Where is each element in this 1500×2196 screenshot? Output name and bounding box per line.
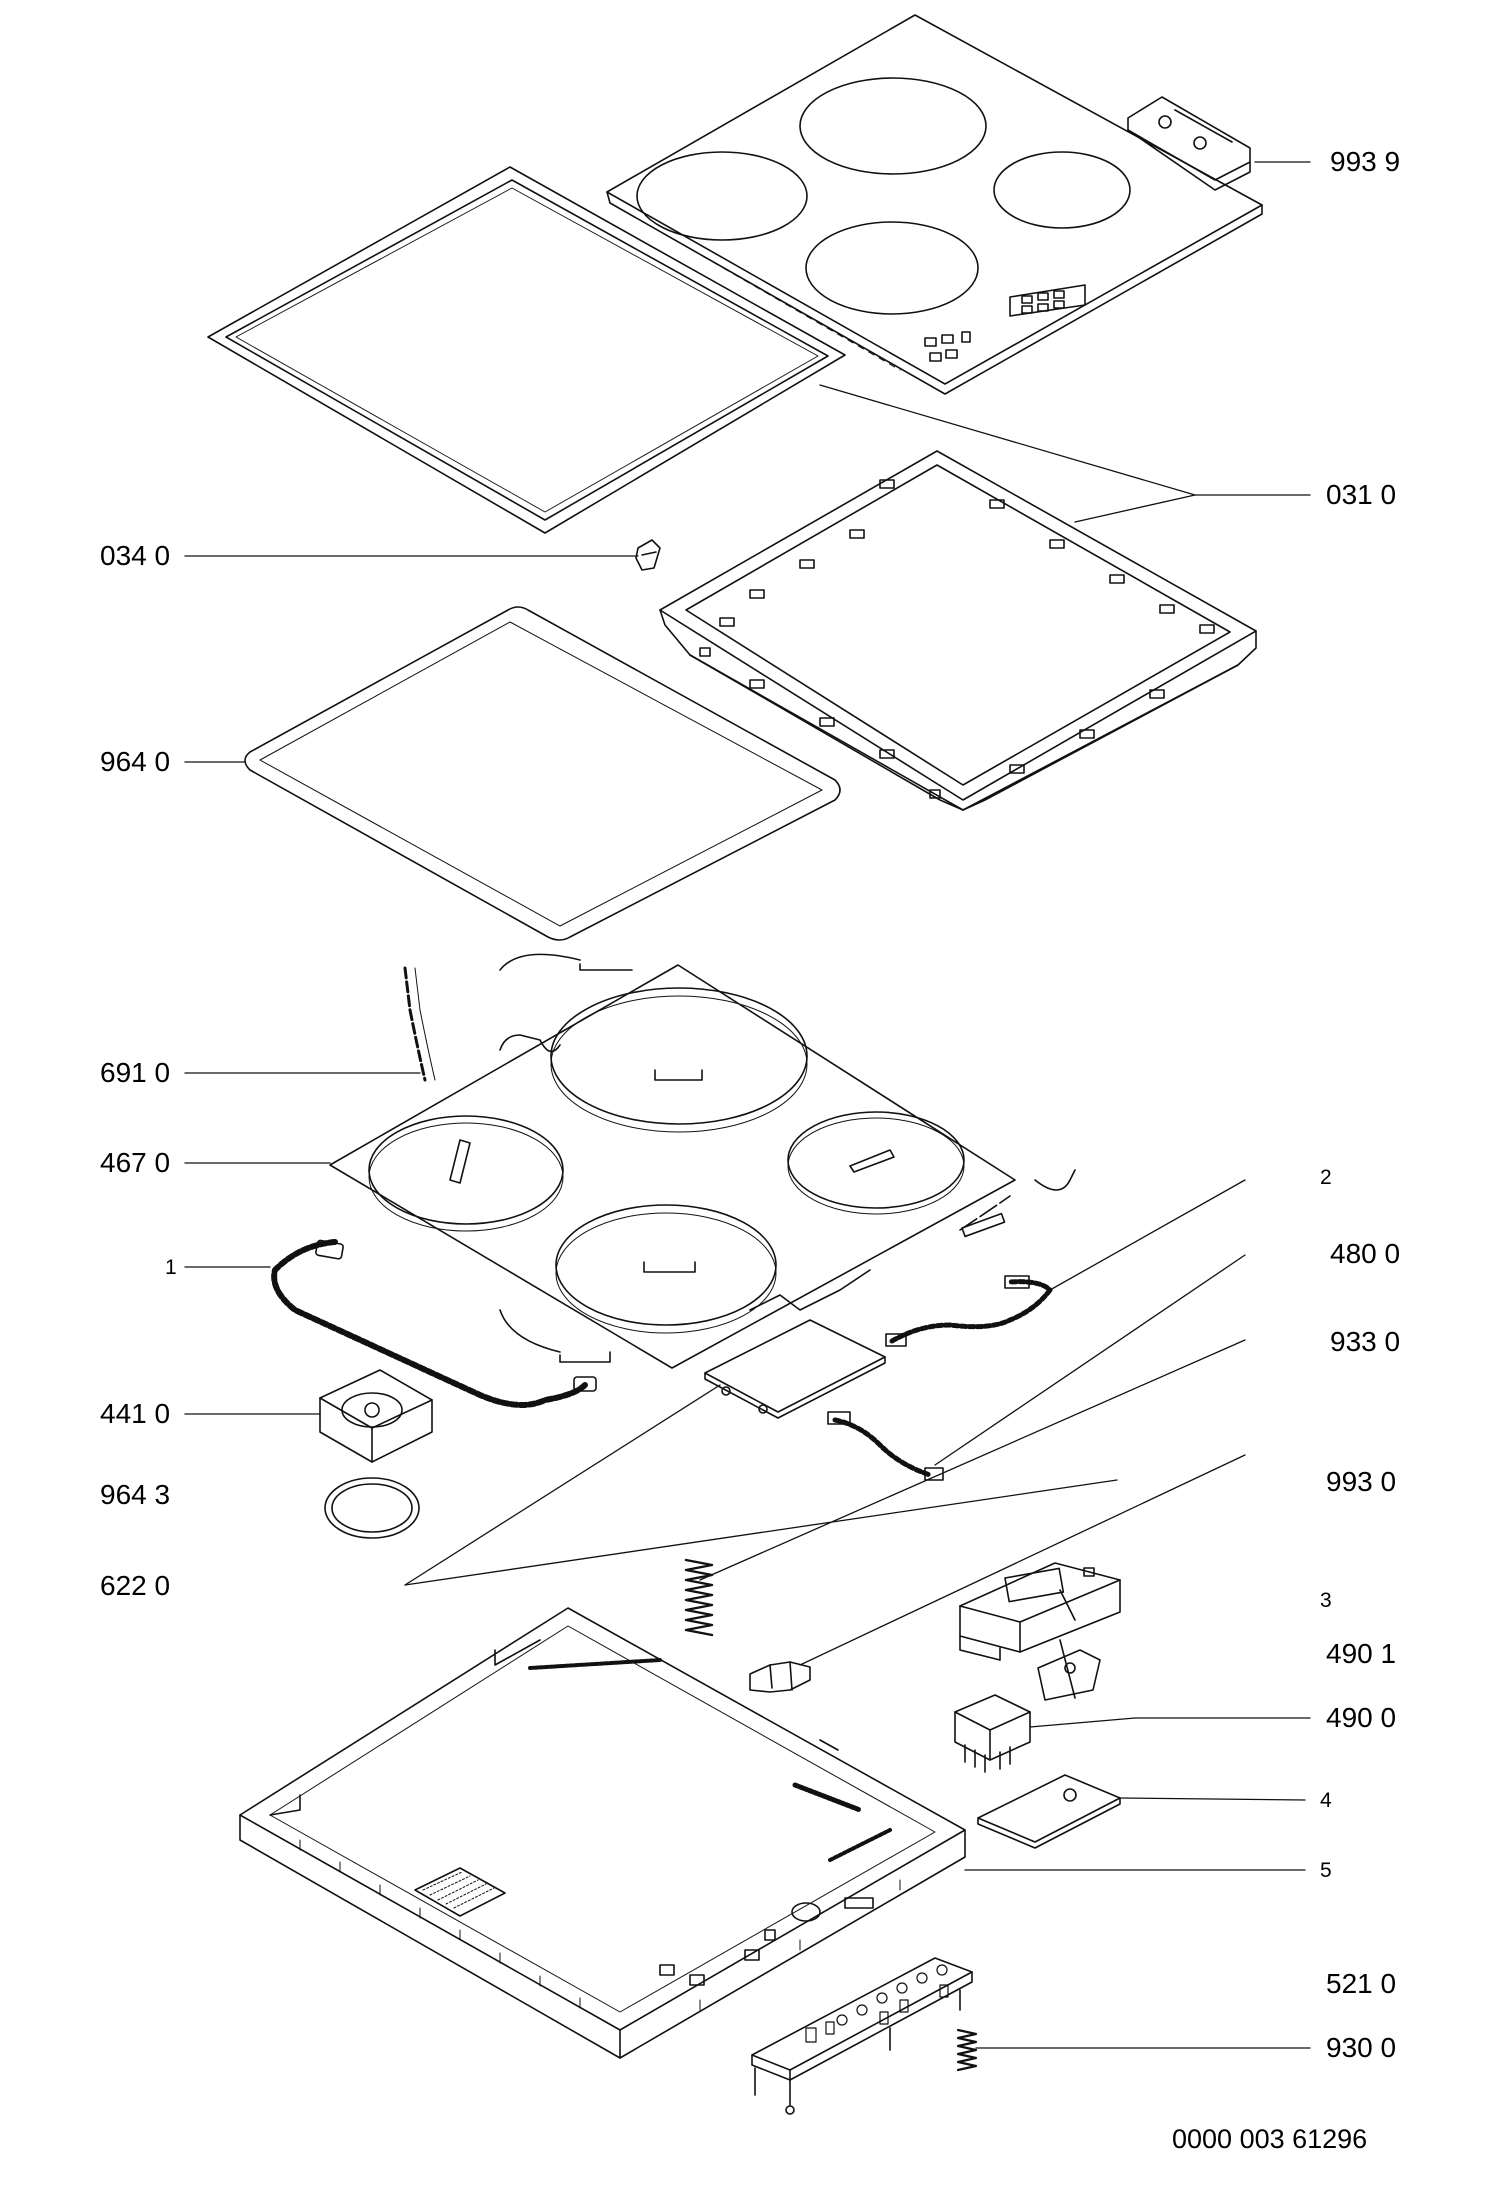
spring-993 xyxy=(684,1558,714,1637)
fan-seal-ring xyxy=(324,1477,420,1539)
sensor-cable xyxy=(403,966,436,1082)
mounting-clip xyxy=(749,1661,811,1693)
label-964-0: 964 0 xyxy=(100,746,171,777)
small-circuit-board xyxy=(977,1774,1121,1849)
label-521-0: 521 0 xyxy=(1326,1968,1397,1999)
label-467-0: 467 0 xyxy=(100,1147,171,1178)
label-930-0: 930 0 xyxy=(1326,2032,1397,2063)
label-691-0: 691 0 xyxy=(100,1057,171,1088)
leader-lines xyxy=(184,161,1311,2049)
callout-3: 3 xyxy=(1320,1589,1332,1612)
main-controller-board xyxy=(751,1957,973,2115)
terminal-part xyxy=(1037,1639,1101,1701)
hob-frame-tray xyxy=(659,450,1257,811)
relay xyxy=(954,1694,1031,1773)
ribbon-cable-a xyxy=(885,1275,1053,1347)
callout-1: 1 xyxy=(165,1256,177,1279)
sealing-frame-upper xyxy=(207,166,846,534)
spring-930 xyxy=(956,2028,978,2072)
drawing-number: 0000 003 61296 xyxy=(1172,2124,1368,2154)
wiring-harness xyxy=(271,1239,597,1408)
label-031-0: 031 0 xyxy=(1326,479,1397,510)
cooling-fan xyxy=(319,1369,433,1463)
label-933-0: 933 0 xyxy=(1330,1326,1401,1357)
sealing-gasket xyxy=(244,606,841,941)
label-441-0: 441 0 xyxy=(100,1398,171,1429)
bottom-housing xyxy=(239,1607,966,2059)
label-480-0: 480 0 xyxy=(1330,1238,1401,1269)
fixing-clip xyxy=(635,539,661,571)
label-622-0: 622 0 xyxy=(100,1570,171,1601)
label-993-9: 993 9 xyxy=(1330,146,1401,177)
heating-elements-plate xyxy=(329,953,1076,1369)
label-490-0: 490 0 xyxy=(1326,1702,1397,1733)
ribbon-cable-b xyxy=(827,1411,944,1481)
label-490-1: 490 1 xyxy=(1326,1638,1397,1669)
control-knob-part xyxy=(1127,96,1251,191)
callout-4: 4 xyxy=(1320,1789,1332,1812)
label-964-3: 964 3 xyxy=(100,1479,171,1510)
control-board xyxy=(704,1319,886,1419)
glass-top-plate xyxy=(606,14,1263,395)
callout-5: 5 xyxy=(1320,1859,1332,1882)
label-993-0: 993 0 xyxy=(1326,1466,1397,1497)
terminal-block xyxy=(959,1562,1121,1661)
label-034-0: 034 0 xyxy=(100,540,171,571)
callout-2: 2 xyxy=(1320,1166,1332,1189)
